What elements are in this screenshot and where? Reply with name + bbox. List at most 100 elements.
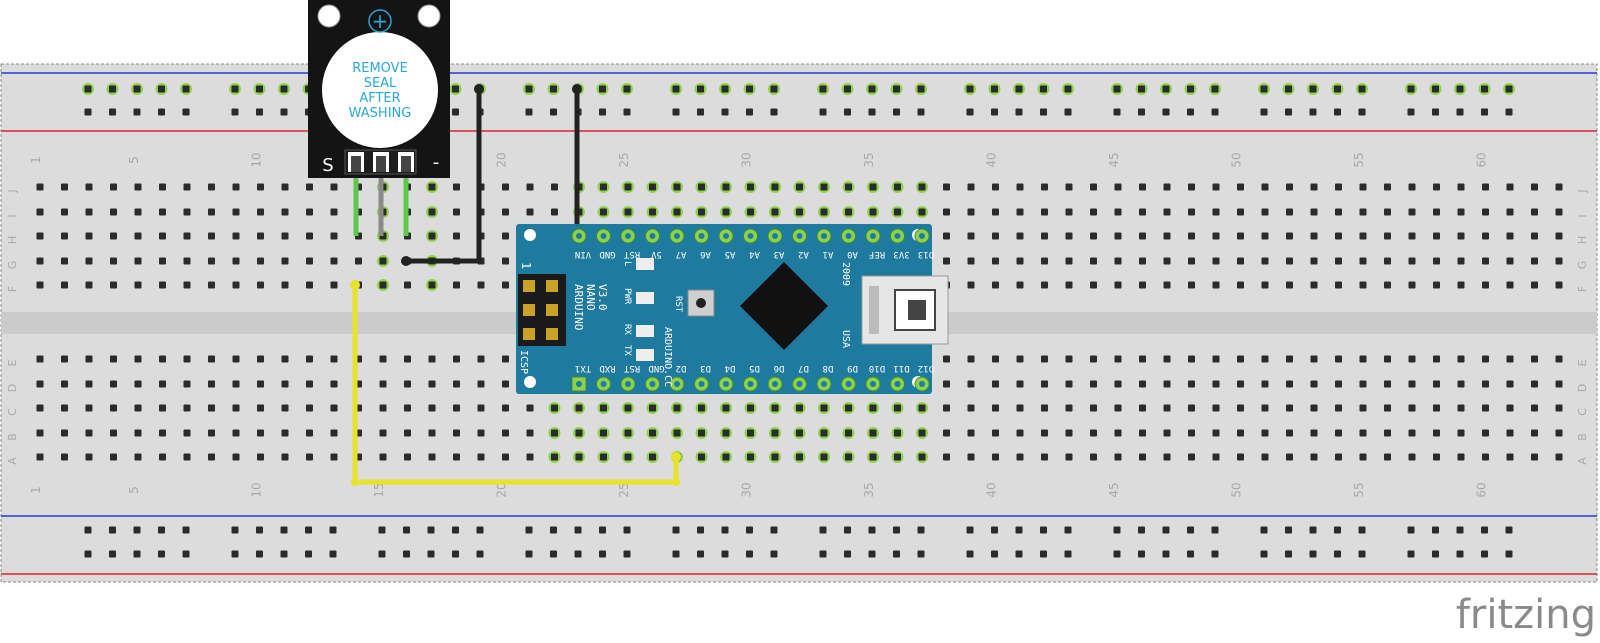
breadboard-hole[interactable] [1506,232,1514,240]
rail-hole[interactable] [1260,526,1268,534]
breadboard-hole[interactable] [61,453,68,461]
breadboard-hole[interactable] [1041,257,1048,265]
breadboard-hole[interactable] [820,404,828,412]
breadboard-hole[interactable] [575,453,583,461]
rail-hole[interactable] [721,85,729,93]
breadboard-hole[interactable] [183,453,191,461]
breadboard-hole[interactable] [796,429,803,437]
breadboard-hole[interactable] [330,183,338,191]
breadboard-hole[interactable] [1114,380,1122,388]
rail-hole[interactable] [550,550,557,558]
breadboard-hole[interactable] [1261,232,1269,240]
breadboard-hole[interactable] [992,232,999,240]
breadboard-hole[interactable] [257,208,264,216]
breadboard-hole[interactable] [134,281,142,289]
breadboard-hole[interactable] [1041,380,1048,388]
rail-hole[interactable] [844,85,851,93]
breadboard-hole[interactable] [526,453,534,461]
breadboard-hole[interactable] [61,257,68,265]
breadboard-hole[interactable] [1261,208,1269,216]
rail-hole[interactable] [1358,526,1366,534]
breadboard-hole[interactable] [1408,208,1416,216]
breadboard-hole[interactable] [183,380,191,388]
breadboard-hole[interactable] [379,257,387,265]
breadboard-hole[interactable] [281,257,289,265]
breadboard-hole[interactable] [1433,355,1440,363]
breadboard-hole[interactable] [1384,355,1391,363]
rail-hole[interactable] [574,526,582,534]
breadboard-hole[interactable] [1114,232,1122,240]
breadboard-hole[interactable] [551,429,558,437]
rail-hole[interactable] [966,108,974,116]
breadboard-hole[interactable] [1212,404,1220,412]
rail-hole[interactable] [427,526,435,534]
breadboard-hole[interactable] [1482,281,1489,289]
breadboard-hole[interactable] [918,453,926,461]
rail-hole[interactable] [1113,85,1121,93]
breadboard-hole[interactable] [1286,429,1293,437]
rail-hole[interactable] [1481,108,1488,116]
rail-hole[interactable] [525,85,533,93]
rail-hole[interactable] [1334,108,1341,116]
breadboard-hole[interactable] [1555,429,1563,437]
breadboard-hole[interactable] [624,183,632,191]
breadboard-hole[interactable] [943,453,950,461]
breadboard-hole[interactable] [1482,183,1489,191]
breadboard-hole[interactable] [1090,232,1097,240]
breadboard-hole[interactable] [257,429,264,437]
breadboard-hole[interactable] [1139,257,1146,265]
rail-hole[interactable] [1456,526,1464,534]
rail-hole[interactable] [1407,108,1415,116]
breadboard-hole[interactable] [134,380,142,388]
breadboard-hole[interactable] [1237,281,1244,289]
breadboard-hole[interactable] [600,429,607,437]
breadboard-hole[interactable] [1016,429,1024,437]
breadboard-hole[interactable] [1310,380,1318,388]
breadboard-hole[interactable] [1188,257,1195,265]
breadboard-hole[interactable] [306,380,313,388]
breadboard-hole[interactable] [600,208,607,216]
rail-hole[interactable] [403,550,410,558]
breadboard-hole[interactable] [36,232,44,240]
breadboard-hole[interactable] [1457,355,1465,363]
breadboard-hole[interactable] [1359,257,1367,265]
breadboard-hole[interactable] [1457,257,1465,265]
breadboard-hole[interactable] [1114,281,1122,289]
breadboard-hole[interactable] [1482,232,1489,240]
breadboard-hole[interactable] [1555,404,1563,412]
breadboard-hole[interactable] [1433,380,1440,388]
breadboard-hole[interactable] [1384,281,1391,289]
breadboard-hole[interactable] [379,453,387,461]
breadboard-hole[interactable] [1139,404,1146,412]
breadboard-hole[interactable] [1016,183,1024,191]
breadboard-hole[interactable] [306,404,313,412]
breadboard-hole[interactable] [1555,355,1563,363]
breadboard-hole[interactable] [1261,404,1269,412]
breadboard-hole[interactable] [1188,404,1195,412]
rail-hole[interactable] [329,550,337,558]
rail-hole[interactable] [697,108,704,116]
breadboard-hole[interactable] [208,257,215,265]
breadboard-hole[interactable] [1114,208,1122,216]
breadboard-hole[interactable] [1531,355,1538,363]
breadboard-hole[interactable] [869,208,877,216]
rail-hole[interactable] [966,85,974,93]
breadboard-hole[interactable] [1139,208,1146,216]
rail-hole[interactable] [256,526,263,534]
breadboard-hole[interactable] [257,355,264,363]
rail-hole[interactable] [991,85,998,93]
breadboard-hole[interactable] [159,429,166,437]
breadboard-hole[interactable] [379,281,387,289]
rail-hole[interactable] [182,526,190,534]
breadboard-hole[interactable] [1457,281,1465,289]
breadboard-hole[interactable] [869,404,877,412]
breadboard-hole[interactable] [1090,281,1097,289]
breadboard-hole[interactable] [1506,453,1514,461]
rail-hole[interactable] [721,526,729,534]
breadboard-hole[interactable] [1555,257,1563,265]
breadboard-hole[interactable] [404,380,411,388]
breadboard-hole[interactable] [134,404,142,412]
breadboard-hole[interactable] [232,281,240,289]
breadboard-hole[interactable] [1065,355,1073,363]
